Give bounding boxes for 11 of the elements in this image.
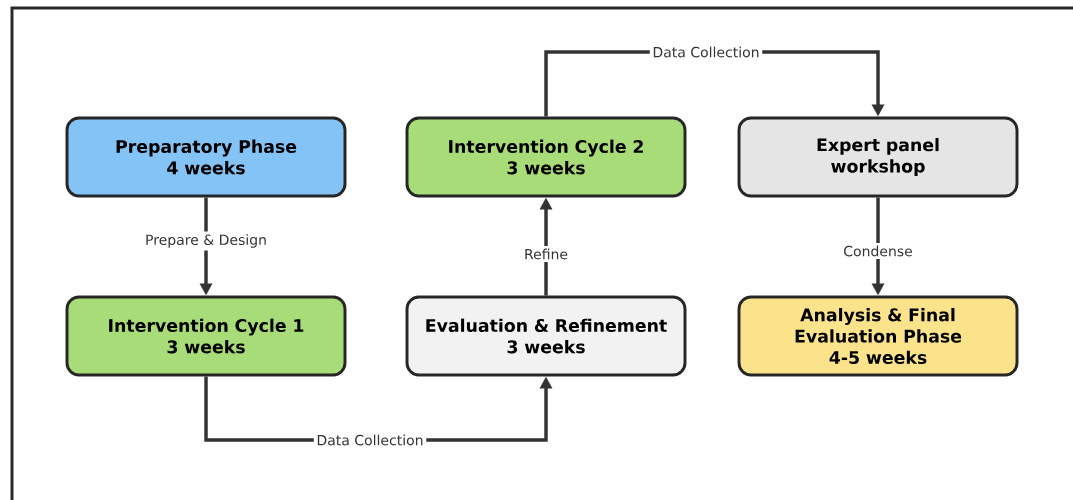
process-box: Intervention Cycle 2 3 weeks <box>405 116 687 198</box>
process-box: Intervention Cycle 1 3 weeks <box>65 295 347 377</box>
process-box: Expert panel workshop <box>737 116 1019 198</box>
process-box: Analysis & Final Evaluation Phase 4-5 weeks <box>737 295 1019 377</box>
edge-label: Refine <box>521 245 571 263</box>
process-box: Preparatory Phase 4 weeks <box>65 116 347 198</box>
process-box: Evaluation & Refinement 3 weeks <box>405 295 687 377</box>
edge-label: Condense <box>840 242 916 260</box>
edge-label: Data Collection <box>649 43 763 61</box>
edge-label: Data Collection <box>313 431 427 449</box>
edge-label: Prepare & Design <box>142 231 270 251</box>
